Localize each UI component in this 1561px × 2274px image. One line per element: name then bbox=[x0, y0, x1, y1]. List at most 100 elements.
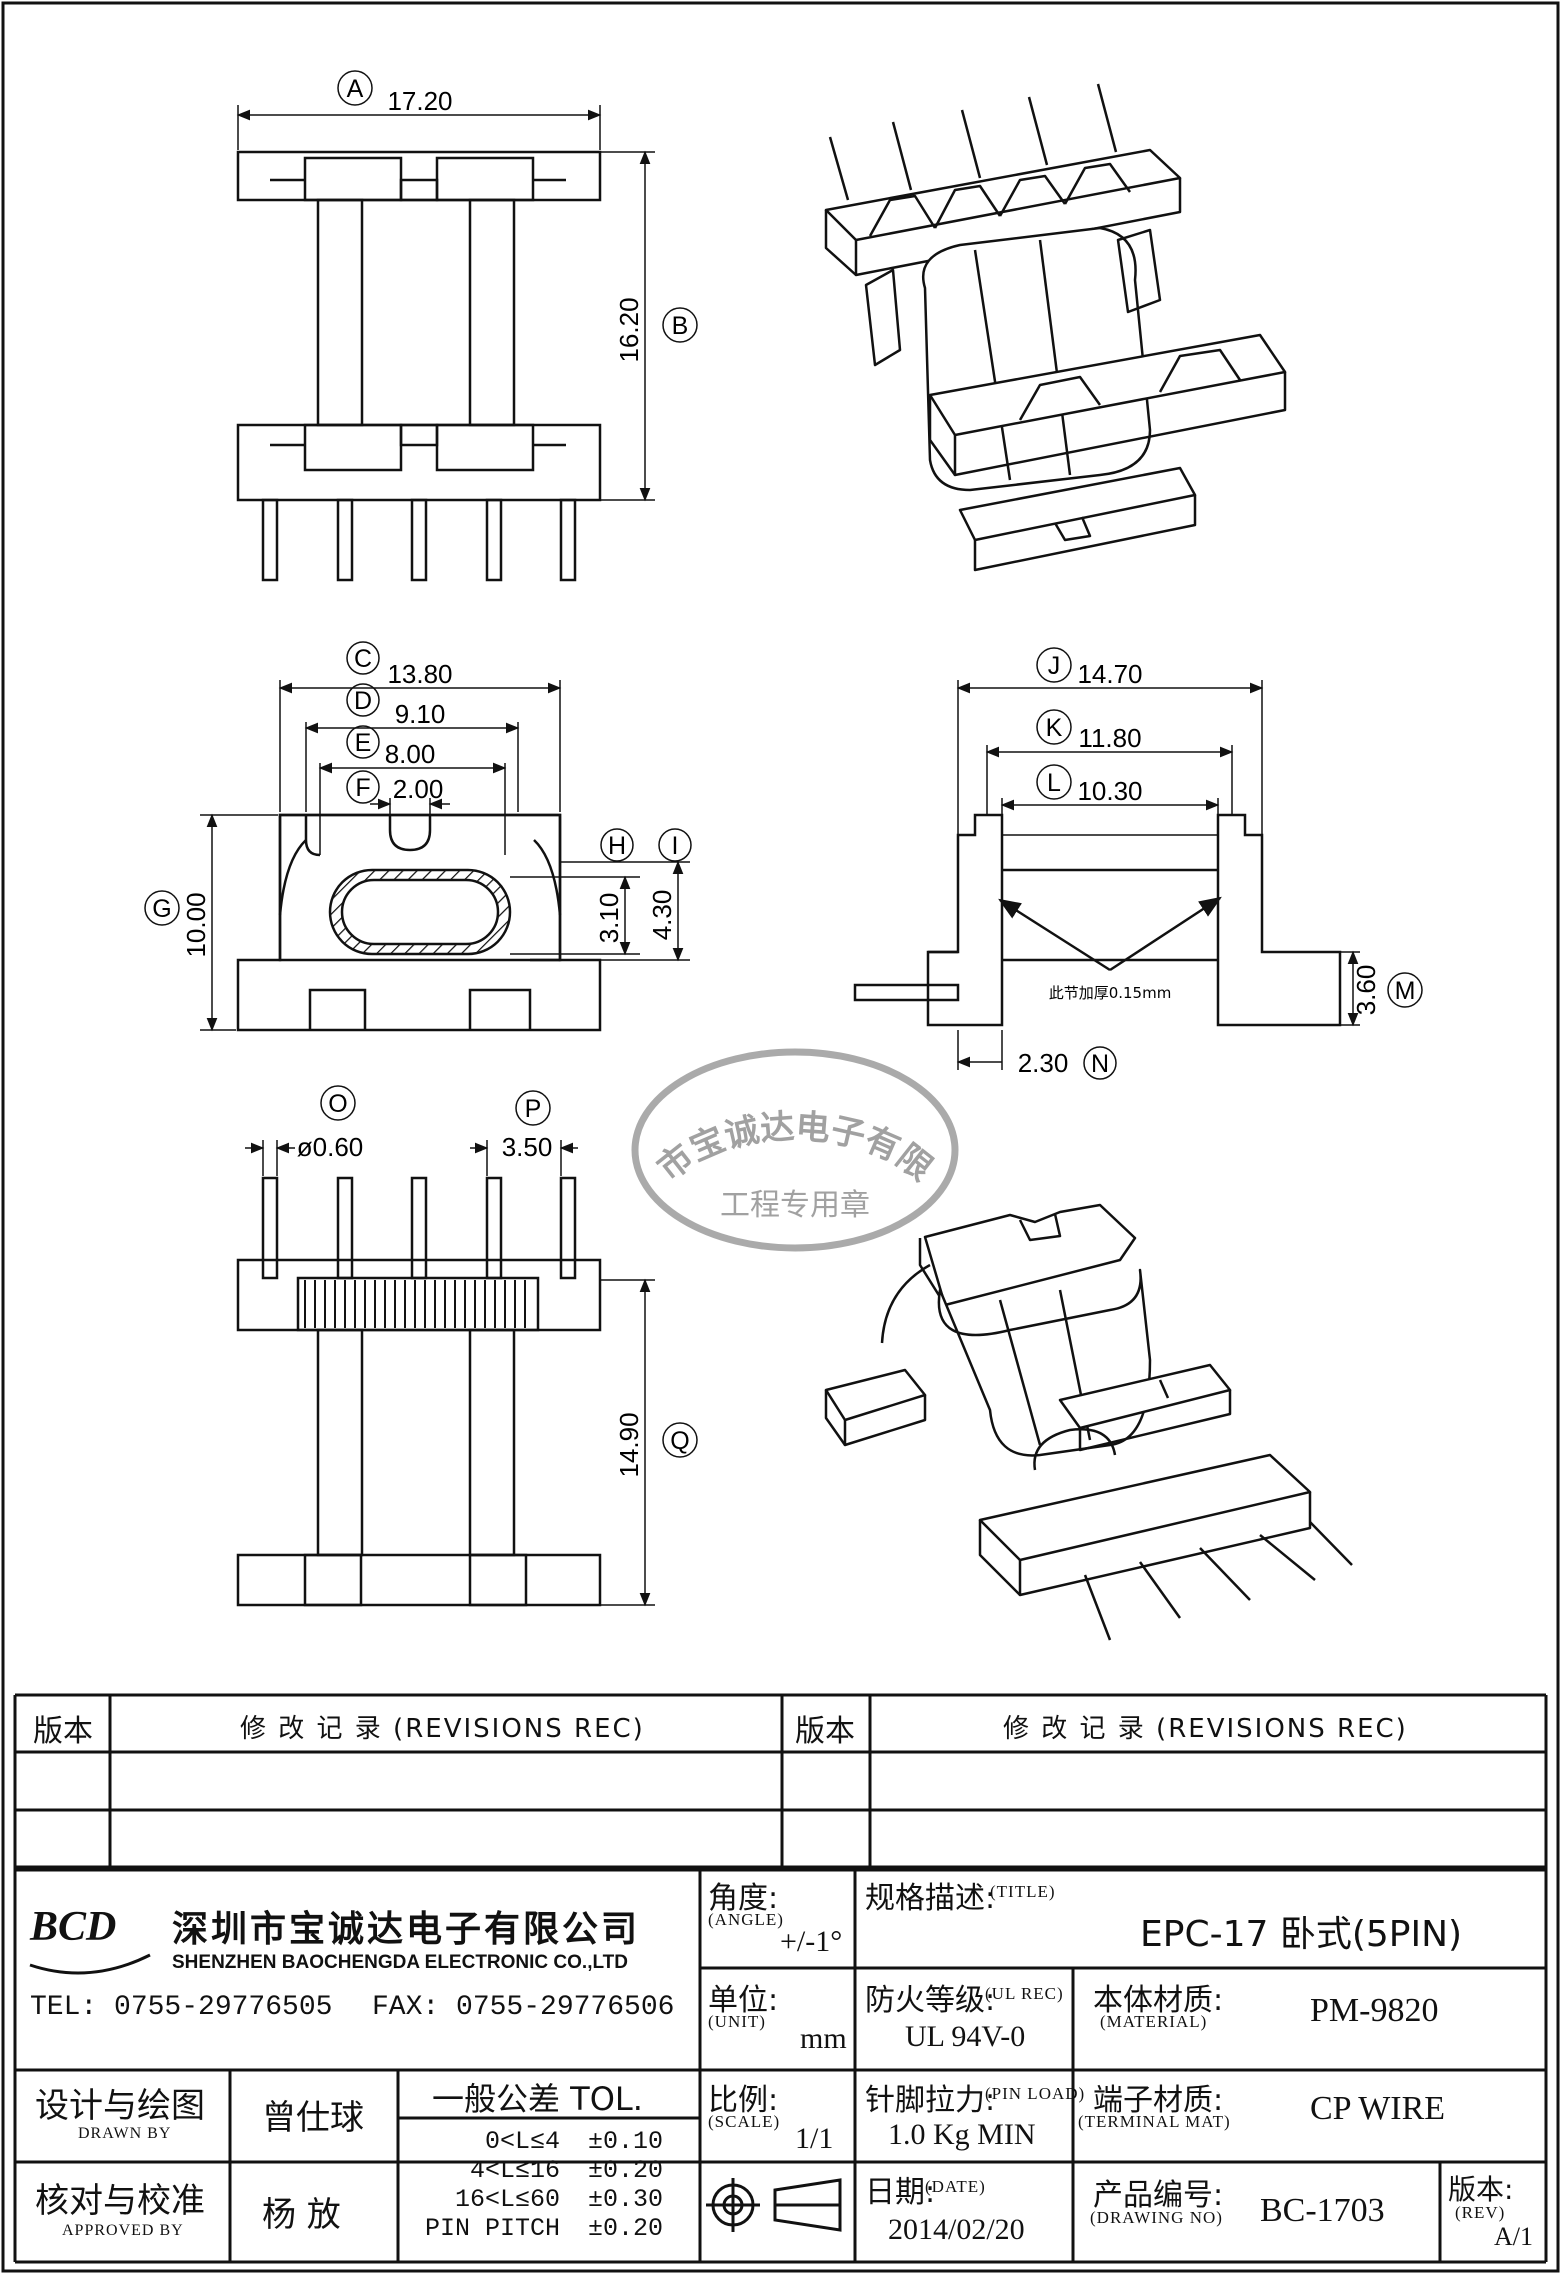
unit-label-en: (UNIT) bbox=[708, 2012, 766, 2031]
scale-value: 1/1 bbox=[795, 2122, 834, 2155]
bottom-view-dims bbox=[245, 1085, 698, 1607]
dim-b-value: 16.20 bbox=[614, 297, 644, 362]
angle-label-en: (ANGLE) bbox=[708, 1910, 784, 1929]
top-view bbox=[236, 150, 602, 582]
label-q: Q bbox=[670, 1427, 689, 1455]
drawn-label-en: DRAWN BY bbox=[78, 2125, 172, 2142]
pinload-label: 针脚拉力: bbox=[865, 2083, 996, 2118]
dim-n-value: 2.30 bbox=[1018, 1048, 1069, 1078]
tolerance-value-2: ±0.20 bbox=[588, 2156, 664, 2185]
dim-h-value: 3.10 bbox=[594, 893, 624, 944]
dim-d-value: 9.10 bbox=[395, 699, 446, 729]
company-name-cn: 深圳市宝诚达电子有限公司 bbox=[172, 1909, 641, 1950]
dim-l-value: 10.30 bbox=[1077, 776, 1142, 806]
date-value: 2014/02/20 bbox=[888, 2213, 1025, 2246]
projection-symbol-icon bbox=[706, 2178, 842, 2232]
approved-label-en: APPROVED BY bbox=[62, 2222, 184, 2239]
stamp-text: 工程专用章 bbox=[720, 1188, 870, 1223]
scale-label: 比例: bbox=[708, 2083, 779, 2118]
date-label-en: (DATE) bbox=[925, 2177, 986, 2196]
rev-label-en: (REV) bbox=[1455, 2203, 1506, 2222]
label-l: L bbox=[1047, 769, 1061, 797]
pinload-label-en: (PIN LOAD) bbox=[985, 2084, 1086, 2103]
label-g: G bbox=[152, 895, 171, 923]
top-view-dims bbox=[236, 70, 698, 502]
section-view-dims bbox=[956, 647, 1423, 1080]
title-label-en: (TITLE) bbox=[990, 1882, 1056, 1901]
terminal-label: 端子材质: bbox=[1093, 2083, 1224, 2118]
tolerance-value-1: ±0.10 bbox=[588, 2127, 664, 2156]
tolerance-ranges: 0<L≤4 4<L≤16 16<L≤60 PIN PITCH bbox=[420, 2127, 560, 2243]
label-m: M bbox=[1395, 977, 1416, 1005]
label-c: C bbox=[354, 645, 372, 673]
section-view-note-arrows bbox=[998, 896, 1222, 972]
approved-value: 杨 放 bbox=[262, 2195, 341, 2235]
unit-value: mm bbox=[800, 2022, 847, 2055]
rev-col-version-right: 版本 bbox=[795, 1714, 855, 1749]
label-o: O bbox=[328, 1090, 347, 1118]
tolerance-range-3: 16<L≤60 bbox=[454, 2185, 560, 2214]
dim-e-value: 8.00 bbox=[385, 739, 436, 769]
tolerance-range-1: 0<L≤4 bbox=[484, 2127, 560, 2156]
label-n: N bbox=[1091, 1050, 1109, 1078]
label-k: K bbox=[1046, 714, 1063, 742]
isometric-view-bottom bbox=[824, 1203, 1353, 1641]
fire-value: UL 94V-0 bbox=[905, 2020, 1026, 2053]
tolerance-label: 一般公差 TOL. bbox=[432, 2080, 643, 2118]
scale-label-en: (SCALE) bbox=[708, 2112, 781, 2131]
tolerance-value-3: ±0.30 bbox=[588, 2185, 664, 2214]
label-j: J bbox=[1048, 652, 1061, 680]
angle-label: 角度: bbox=[708, 1881, 779, 1916]
drawn-value: 曾仕球 bbox=[262, 2098, 364, 2138]
dim-i-value: 4.30 bbox=[647, 890, 677, 941]
company-tel: TEL: 0755-29776505 bbox=[30, 1992, 333, 2023]
date-label: 日期: bbox=[865, 2175, 936, 2210]
front-view-dims bbox=[144, 641, 692, 1032]
drawing-no-value: BC-1703 bbox=[1260, 2192, 1385, 2229]
dim-m-value: 3.60 bbox=[1351, 965, 1381, 1016]
label-i: I bbox=[672, 832, 679, 860]
fire-label-en: (UL REC) bbox=[985, 1984, 1064, 2003]
label-b: B bbox=[672, 312, 689, 340]
unit-label: 单位: bbox=[708, 1983, 779, 2018]
label-p: P bbox=[525, 1095, 542, 1123]
logo-text: BCD bbox=[30, 1904, 117, 1950]
tolerance-range-4: PIN PITCH bbox=[424, 2214, 560, 2243]
drawing-no-label-en: (DRAWING NO) bbox=[1090, 2208, 1223, 2227]
bottom-view bbox=[236, 1176, 602, 1607]
rev-col-record-left: 修 改 记 录 (REVISIONS REC) bbox=[240, 1714, 645, 1744]
angle-value: +/-1° bbox=[780, 1925, 843, 1958]
fire-label: 防火等级: bbox=[865, 1983, 996, 2018]
pinload-value: 1.0 Kg MIN bbox=[888, 2118, 1036, 2151]
company-logo bbox=[29, 1953, 151, 1975]
revision-table bbox=[13, 1693, 1548, 2264]
engineering-stamp: 深圳市宝诚达电子有限公司 工程专用章 bbox=[0, 0, 959, 1252]
terminal-label-en: (TERMINAL MAT) bbox=[1078, 2112, 1231, 2131]
label-f: F bbox=[355, 774, 370, 802]
isometric-view-top bbox=[824, 83, 1287, 572]
bottom-view-comb bbox=[304, 1280, 526, 1328]
section-view bbox=[853, 813, 1342, 1027]
tolerance-values: ±0.10 ±0.20 ±0.30 ±0.20 bbox=[588, 2127, 663, 2243]
tolerance-range-2: 4<L≤16 bbox=[469, 2156, 560, 2185]
section-note: 此节加厚0.15mm bbox=[1049, 984, 1172, 1002]
drawn-label: 设计与绘图 bbox=[35, 2086, 205, 2126]
label-d: D bbox=[354, 687, 372, 715]
rev-col-record-right: 修 改 记 录 (REVISIONS REC) bbox=[1003, 1714, 1408, 1744]
tolerance-value-4: ±0.20 bbox=[588, 2214, 664, 2243]
material-label: 本体材质: bbox=[1093, 1983, 1224, 2018]
company-name-en: SHENZHEN BAOCHENGDA ELECTRONIC CO.,LTD bbox=[172, 1952, 628, 1973]
material-value: PM-9820 bbox=[1310, 1992, 1439, 2029]
dim-q-value: 14.90 bbox=[614, 1412, 644, 1477]
dim-a-value: 17.20 bbox=[387, 86, 452, 116]
rev-value: A/1 bbox=[1494, 2222, 1533, 2251]
dim-c-value: 13.80 bbox=[387, 659, 452, 689]
label-e: E bbox=[355, 729, 372, 757]
terminal-value: CP WIRE bbox=[1310, 2090, 1446, 2127]
company-fax: FAX: 0755-29776506 bbox=[372, 1992, 675, 2023]
title-label: 规格描述: bbox=[865, 1881, 996, 1916]
label-a: A bbox=[347, 75, 364, 103]
rev-label: 版本: bbox=[1448, 2173, 1514, 2206]
